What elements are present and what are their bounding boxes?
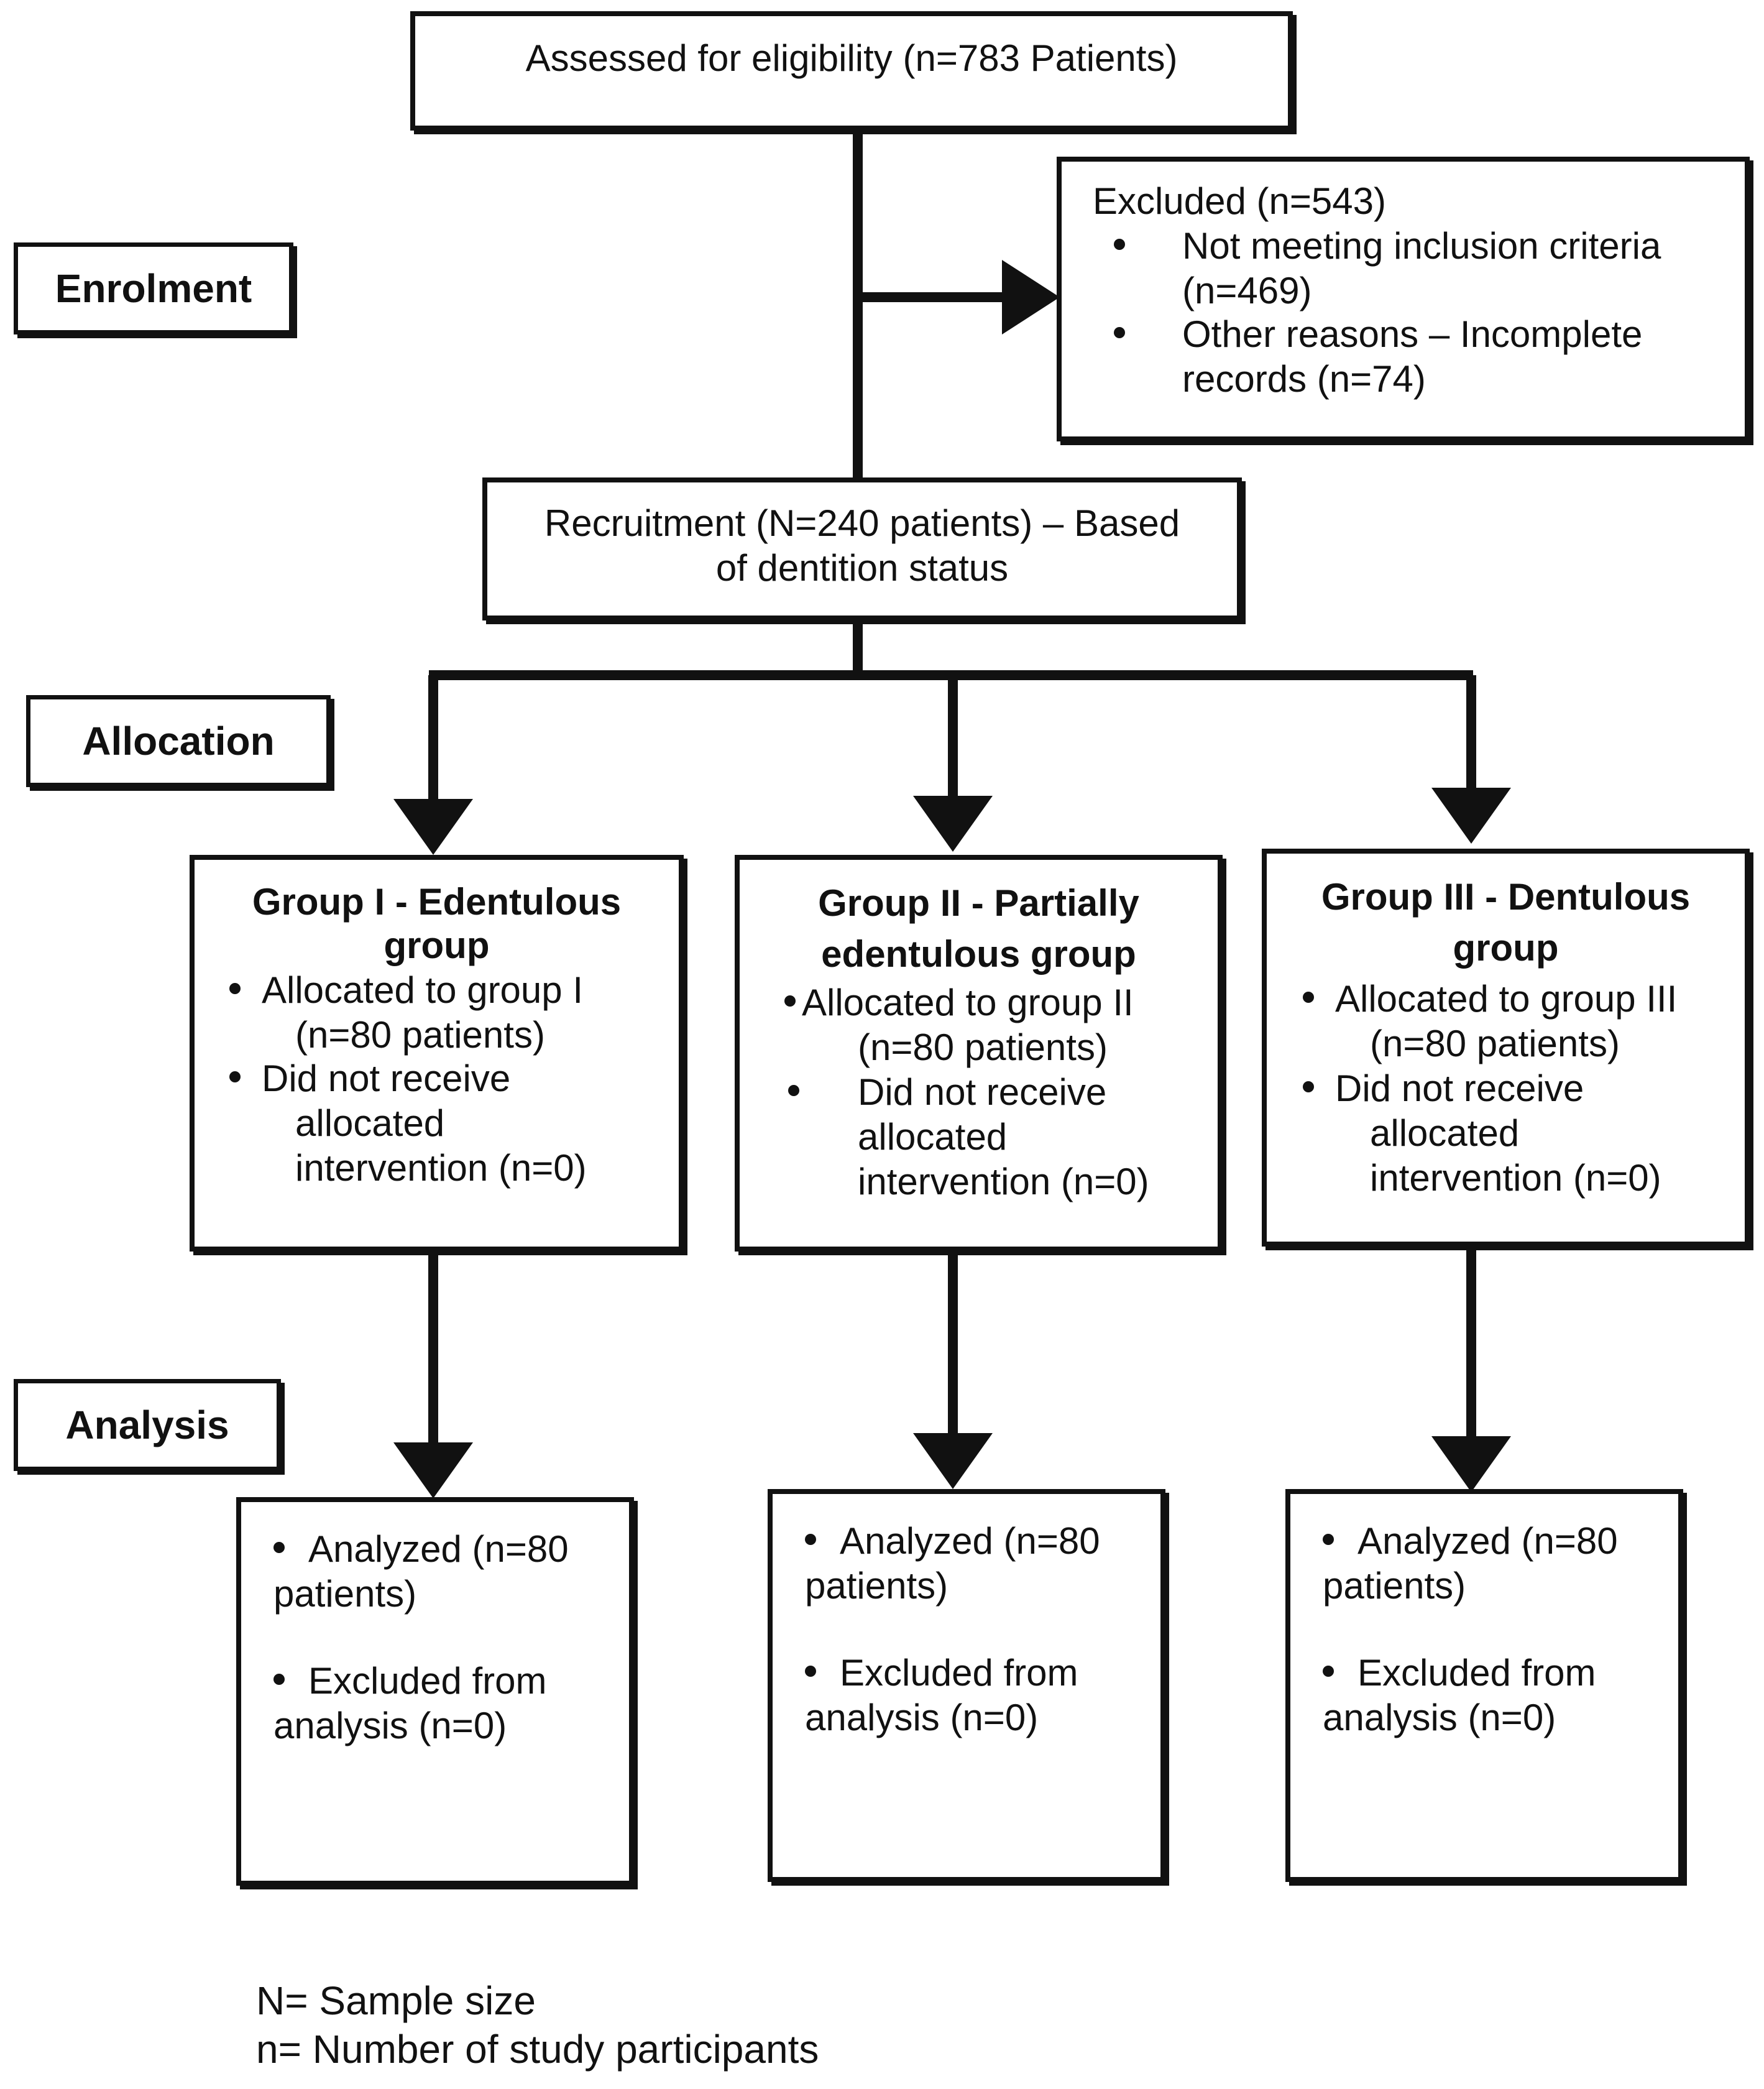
group-3-allocated-line-1: Allocated to group III [1335, 978, 1678, 1020]
group-2-allocated-line-2: (n=80 patients) [858, 1026, 1108, 1068]
analysis2-arrowhead [913, 1433, 993, 1489]
bullet-dot [788, 1085, 799, 1096]
group-2-not-received-line-3: intervention (n=0) [858, 1161, 1149, 1202]
excluded-arrowhead [1002, 260, 1060, 334]
bullet-dot [1114, 327, 1125, 338]
recruitment-line-2: of dentition status [715, 547, 1009, 589]
analysis-box-2: Analyzed (n=80 patients) Excluded from a… [768, 1489, 1165, 1882]
excluded-box: Excluded (n=543) Not meeting inclusion c… [1057, 157, 1750, 441]
group3-arrowhead [1431, 788, 1511, 844]
bullet-dot [805, 1666, 816, 1677]
group-2-not-received-line-2: allocated [858, 1116, 1008, 1158]
group-3-not-received-line-1: Did not receive [1335, 1068, 1584, 1109]
assessed-box: Assessed for eligibility (n=783 Patients… [410, 11, 1293, 131]
analysis-3-excluded-line-1: Excluded from [1357, 1652, 1596, 1694]
group-3-title-line-2: group [1453, 927, 1559, 969]
group-box-2: Group II - Partially edentulous group Al… [735, 855, 1223, 1252]
assessed-text: Assessed for eligibility (n=783 Patients… [525, 37, 1178, 79]
stage-enrolment-text: Enrolment [55, 266, 252, 311]
group-3-title-line-1: Group III - Dentulous [1321, 876, 1691, 918]
analysis-1-analyzed-line-2: patients) [273, 1573, 417, 1615]
bullet-dot [1303, 1081, 1314, 1092]
analysis-2-excluded-line-2: analysis (n=0) [805, 1697, 1039, 1738]
bullet-dot [805, 1534, 816, 1545]
legend-sample-size: N= Sample size [256, 1978, 536, 2023]
recruitment-box: Recruitment (N=240 patients) – Based of … [482, 477, 1242, 620]
analysis-2-analyzed-line-1: Analyzed (n=80 [840, 1520, 1100, 1562]
analysis-2-analyzed-line-2: patients) [805, 1565, 949, 1607]
stage-label-enrolment: Enrolment [14, 242, 293, 334]
analysis-1-excluded-line-2: analysis (n=0) [273, 1705, 507, 1746]
stage-label-analysis: Analysis [14, 1379, 281, 1471]
stage-label-allocation: Allocation [26, 695, 331, 787]
bullet-dot [1323, 1534, 1334, 1545]
group-1-title-line-2: group [384, 925, 490, 966]
group-2-title-line-1: Group II - Partially [818, 882, 1139, 924]
group-1-not-received-line-2: allocated [295, 1102, 445, 1144]
group-3-not-received-line-2: allocated [1370, 1112, 1520, 1154]
bullet-dot [273, 1542, 285, 1553]
analysis-1-analyzed-line-1: Analyzed (n=80 [308, 1528, 569, 1570]
bullet-dot [229, 1071, 241, 1082]
group-3-not-received-line-3: intervention (n=0) [1370, 1157, 1661, 1199]
analysis-3-analyzed-line-2: patients) [1323, 1565, 1466, 1607]
group-box-1: Group I - Edentulous group Allocated to … [190, 855, 684, 1252]
group-2-allocated-line-1: Allocated to group II [802, 982, 1134, 1023]
group2-arrowhead [913, 796, 993, 852]
bullet-dot [1303, 992, 1314, 1003]
group-2-title-line-2: edentulous group [821, 933, 1136, 975]
analysis-2-excluded-line-1: Excluded from [840, 1652, 1078, 1694]
group-1-not-received-line-1: Did not receive [262, 1058, 511, 1099]
legend-study-participants: n= Number of study participants [256, 2027, 819, 2072]
bullet-dot [784, 995, 796, 1007]
analysis1-arrowhead [393, 1442, 473, 1498]
group1-arrowhead [393, 799, 473, 855]
analysis-3-excluded-line-2: analysis (n=0) [1323, 1697, 1556, 1738]
group-1-title-line-1: Group I - Edentulous [252, 881, 622, 923]
group-1-allocated-line-2: (n=80 patients) [295, 1014, 545, 1056]
bullet-dot [229, 983, 241, 994]
excluded-title: Excluded (n=543) [1093, 180, 1386, 222]
excluded-item-inclusion: Not meeting inclusion criteria (n=469) [1182, 225, 1661, 311]
group-1-not-received-line-3: intervention (n=0) [295, 1147, 587, 1189]
recruitment-line-1: Recruitment (N=240 patients) – Based [544, 502, 1180, 544]
group-1-allocated-line-1: Allocated to group I [262, 969, 584, 1011]
analysis-3-analyzed-line-1: Analyzed (n=80 [1357, 1520, 1618, 1562]
bullet-dot [1323, 1666, 1334, 1677]
analysis-box-3: Analyzed (n=80 patients) Excluded from a… [1285, 1489, 1683, 1882]
bullet-dot [273, 1674, 285, 1685]
analysis-box-1: Analyzed (n=80 patients) Excluded from a… [236, 1497, 634, 1886]
analysis3-arrowhead [1431, 1436, 1511, 1492]
analysis-1-excluded-line-1: Excluded from [308, 1660, 547, 1702]
stage-allocation-text: Allocation [82, 719, 275, 763]
bullet-dot [1114, 239, 1125, 250]
group-2-not-received-line-1: Did not receive [858, 1071, 1107, 1113]
group-3-allocated-line-2: (n=80 patients) [1370, 1023, 1620, 1064]
excluded-item-other: Other reasons – Incomplete records (n=74… [1182, 313, 1643, 400]
stage-analysis-text: Analysis [65, 1403, 229, 1447]
group-box-3: Group III - Dentulous group Allocated to… [1262, 849, 1750, 1247]
